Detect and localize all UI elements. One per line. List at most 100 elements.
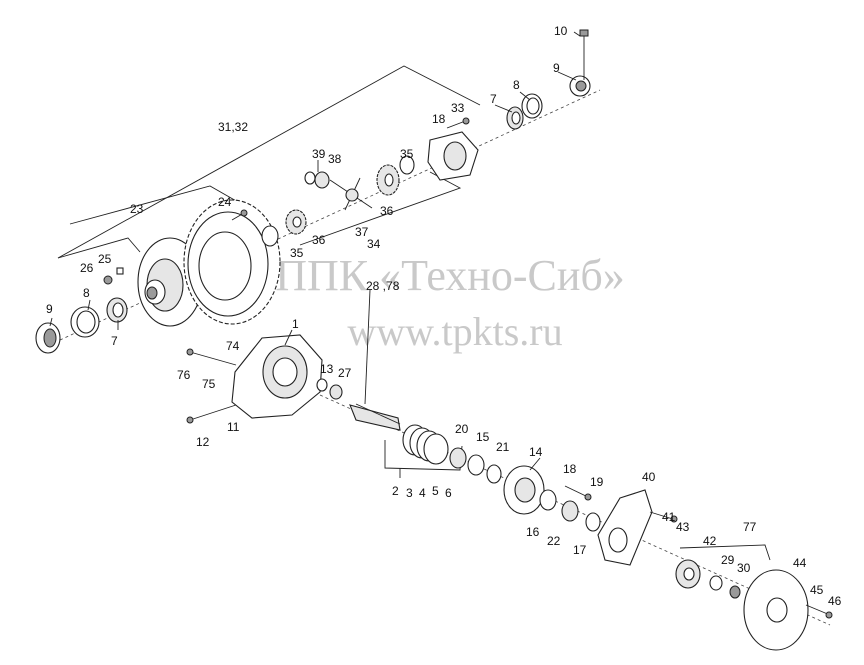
label-4: 4 [419,486,426,500]
label-31-32: 31,32 [218,120,248,134]
label-44: 44 [793,556,807,570]
label-46: 46 [828,594,842,608]
nut-30 [729,585,741,599]
group-bracket-31-32 [57,65,481,259]
label-22: 22 [547,534,561,548]
differential-case-right [427,131,479,181]
spacer-15 [467,454,485,476]
washer-29 [709,575,723,591]
label-5: 5 [432,484,439,498]
label-35b: 35 [290,246,304,260]
ring-17 [585,512,601,532]
label-17: 17 [573,543,587,557]
label-35a: 35 [400,147,414,161]
ring-21 [486,464,502,484]
label-9a: 9 [553,61,560,75]
bolt-10 [579,29,589,80]
bearing-13 [316,378,328,392]
bearing-cup-9-left [35,322,61,354]
label-19: 19 [590,475,604,489]
label-7a: 7 [490,92,497,106]
label-2: 2 [392,484,399,498]
pinion-gear-38 [314,171,330,189]
group-bracket-25-26 [57,237,141,259]
bearing-20 [449,447,467,469]
flange-42 [675,559,701,589]
label-28-78: 28 ,78 [366,279,400,293]
label-16: 16 [526,525,540,539]
bearing-7-right [506,106,524,130]
label-8b: 8 [83,286,90,300]
label-36b: 36 [312,233,326,247]
label-18a: 18 [432,112,446,126]
stud-74-76 [186,348,237,366]
label-13: 13 [320,362,334,376]
label-15: 15 [476,430,490,444]
brake-disc-44 [743,569,809,651]
label-34: 34 [367,237,381,251]
bracket-40 [597,489,653,566]
label-43: 43 [676,520,690,534]
label-11: 11 [227,420,240,434]
bolt-24 [231,209,248,221]
bearing-27 [329,384,343,400]
bolt-25 [116,267,124,275]
label-40: 40 [642,470,656,484]
label-76: 76 [177,368,191,382]
stud-11-12 [186,404,237,424]
drive-pinion-shaft [349,403,401,431]
seal-16 [539,489,557,511]
label-33: 33 [451,101,465,115]
label-6: 6 [445,486,452,500]
washer-35-upper [399,155,415,175]
label-77: 77 [743,520,757,534]
side-gear-36-upper [376,164,400,196]
bolt-41-43 [649,511,678,523]
label-23: 23 [130,202,144,216]
label-74: 74 [226,339,240,353]
label-8a: 8 [513,78,520,92]
label-27: 27 [338,366,352,380]
label-12: 12 [196,435,210,449]
label-30: 30 [737,561,751,575]
watermark-company: ППК «Техно-Сиб» [275,251,625,300]
label-21: 21 [496,440,510,454]
ring-gear [183,199,281,325]
label-75: 75 [202,377,216,391]
ring-8-right [521,93,543,119]
ring-8-left [70,306,100,338]
label-3: 3 [406,486,413,500]
part-labels: 10 9 8 7 18 33 31,32 39 38 35 36 23 24 3… [46,24,842,608]
bolt-18-19-lower [564,485,592,501]
label-10: 10 [554,24,568,38]
bolt-45-46 [805,604,833,619]
reducer-housing [231,334,323,419]
label-42: 42 [703,534,717,548]
label-41: 41 [662,510,676,524]
label-1: 1 [292,317,299,331]
leader-lines [49,31,581,478]
nut-26 [103,275,113,285]
label-24: 24 [218,195,232,209]
side-gear-36-lower [285,209,307,235]
group-bracket-77 [679,544,771,561]
watermark-url: www.tpkts.ru [347,309,562,354]
label-36a: 36 [380,204,394,218]
shim-pack-2-6 [402,424,449,465]
bolt-18-33-upper [446,117,470,129]
bearing-cup-9-right [569,75,591,97]
washer-35-lower [261,225,279,247]
label-14: 14 [529,445,543,459]
label-25: 25 [98,252,112,266]
spider-cross-37 [329,177,373,211]
label-20: 20 [455,422,469,436]
label-29: 29 [721,553,735,567]
label-18b: 18 [563,462,577,476]
label-26: 26 [80,261,94,275]
label-37: 37 [355,225,369,239]
bearing-7-left [106,297,128,323]
label-45: 45 [810,583,824,597]
bearing-22 [561,500,579,522]
